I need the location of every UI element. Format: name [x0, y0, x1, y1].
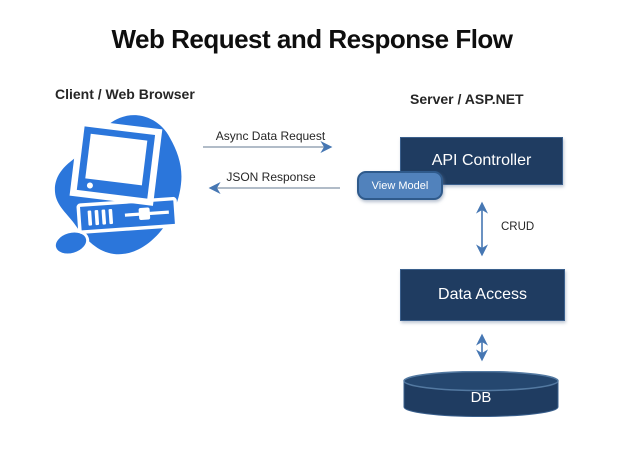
- page-title: Web Request and Response Flow: [111, 24, 513, 54]
- data-access-node: Data Access: [400, 269, 565, 321]
- crud-label: CRUD: [501, 221, 535, 233]
- monitor-icon: [69, 119, 163, 206]
- data-access-label: Data Access: [438, 286, 527, 303]
- system-unit-icon: [76, 196, 179, 234]
- async-request-label: Async Data Request: [215, 129, 326, 143]
- computer-clipart: [52, 115, 182, 257]
- client-section-label: Client / Web Browser: [55, 86, 195, 102]
- db-node: DB: [402, 370, 560, 418]
- api-controller-label: API Controller: [431, 152, 532, 169]
- view-model-node: View Model: [357, 171, 443, 200]
- view-model-label: View Model: [371, 179, 429, 192]
- server-section-label: Server / ASP.NET: [410, 91, 524, 107]
- db-label: DB: [470, 388, 492, 406]
- db-cylinder-icon: [403, 370, 559, 417]
- json-response-label: JSON Response: [226, 170, 316, 184]
